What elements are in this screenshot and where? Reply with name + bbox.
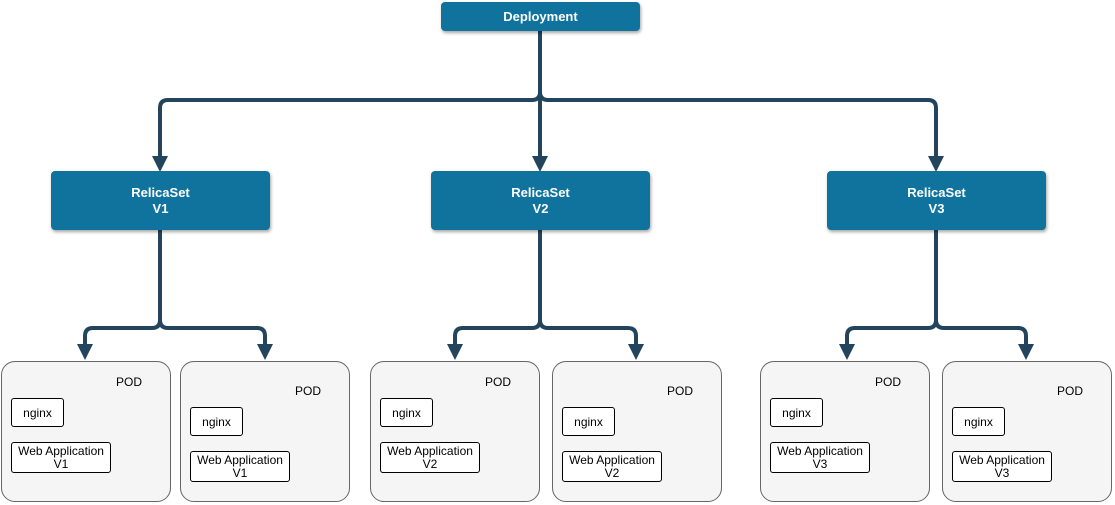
arrow-pod2 (257, 344, 273, 360)
app-version: V2 (422, 456, 438, 471)
arrow-pod4 (628, 344, 644, 360)
pod-label: POD (1057, 384, 1084, 398)
pod-3[interactable]: POD nginx Web Application V2 (370, 361, 540, 502)
nginx-container[interactable]: nginx (562, 407, 615, 436)
pod-label: POD (116, 375, 143, 389)
pod-4[interactable]: POD nginx Web Application V2 (552, 361, 722, 502)
pod-label: POD (485, 375, 512, 389)
connector-rs1-pods (83, 230, 267, 346)
arrow-pod5 (839, 344, 855, 360)
deployment-label: Deployment (503, 8, 578, 24)
container-label: nginx (392, 405, 421, 420)
pod-label: POD (667, 384, 694, 398)
web-application-container[interactable]: Web Application V3 (952, 451, 1052, 482)
replicaset-version: V2 (532, 200, 549, 216)
web-application-container[interactable]: Web Application V3 (770, 442, 870, 473)
connector-rs3-pods (845, 230, 1028, 346)
app-label: Web Application (777, 443, 863, 458)
arrow-pod6 (1018, 344, 1034, 360)
arrow-rs3 (928, 156, 944, 172)
replicaset-title: RelicaSet (511, 184, 570, 200)
app-version: V3 (994, 465, 1010, 480)
replicaset-box-v1[interactable]: RelicaSet V1 (51, 171, 270, 230)
container-label: nginx (202, 414, 231, 429)
web-application-container[interactable]: Web Application V2 (562, 451, 662, 482)
deployment-box[interactable]: Deployment (441, 2, 640, 31)
app-version: V1 (232, 465, 248, 480)
arrow-rs1 (152, 156, 168, 172)
pod-5[interactable]: POD nginx Web Application V3 (760, 361, 930, 502)
connector-deployment-rs1 (158, 31, 542, 158)
web-application-container[interactable]: Web Application V1 (190, 451, 290, 482)
replicaset-title: RelicaSet (131, 184, 190, 200)
app-label: Web Application (197, 452, 283, 467)
nginx-container[interactable]: nginx (190, 407, 243, 436)
replicaset-title: RelicaSet (907, 184, 966, 200)
replicaset-box-v2[interactable]: RelicaSet V2 (431, 171, 650, 230)
nginx-container[interactable]: nginx (380, 398, 433, 427)
app-version: V1 (53, 456, 69, 471)
app-label: Web Application (569, 452, 655, 467)
replicaset-version: V3 (928, 200, 945, 216)
pod-2[interactable]: POD nginx Web Application V1 (180, 361, 350, 502)
nginx-container[interactable]: nginx (952, 407, 1005, 436)
nginx-container[interactable]: nginx (770, 398, 823, 427)
app-version: V3 (812, 456, 828, 471)
container-label: nginx (574, 414, 603, 429)
app-label: Web Application (18, 443, 104, 458)
pod-label: POD (295, 384, 322, 398)
container-label: nginx (23, 405, 52, 420)
connector-deployment-rs3 (538, 31, 938, 158)
pod-label: POD (875, 375, 902, 389)
web-application-container[interactable]: Web Application V2 (380, 442, 480, 473)
replicaset-box-v3[interactable]: RelicaSet V3 (827, 171, 1046, 230)
pod-6[interactable]: POD nginx Web Application V3 (942, 361, 1112, 502)
app-label: Web Application (959, 452, 1045, 467)
connector-rs2-pods (453, 230, 638, 346)
app-version: V2 (604, 465, 620, 480)
web-application-container[interactable]: Web Application V1 (11, 442, 111, 473)
container-label: nginx (964, 414, 993, 429)
app-label: Web Application (387, 443, 473, 458)
pod-1[interactable]: POD nginx Web Application V1 (1, 361, 171, 502)
replicaset-version: V1 (152, 200, 169, 216)
container-label: nginx (782, 405, 811, 420)
arrow-pod3 (447, 344, 463, 360)
nginx-container[interactable]: nginx (11, 398, 64, 427)
arrow-pod1 (77, 344, 93, 360)
arrow-rs2 (532, 156, 548, 172)
